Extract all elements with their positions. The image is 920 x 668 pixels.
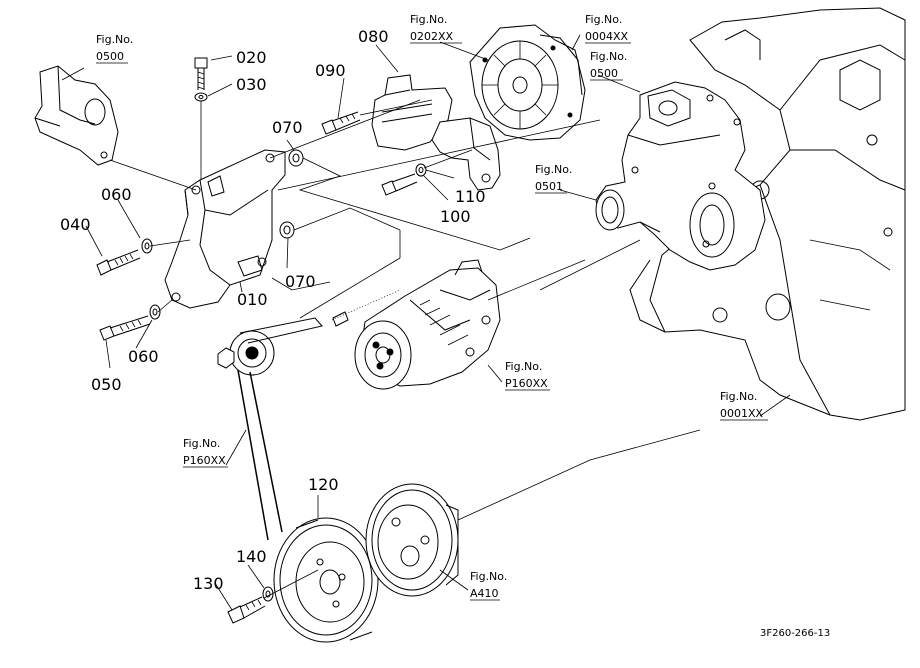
bracket-080 bbox=[371, 74, 453, 151]
part-number-060-upper: 060 bbox=[101, 185, 132, 204]
fig-ref-0202xx: Fig.No. 0202XX bbox=[410, 13, 462, 44]
callout-leaders bbox=[61, 34, 791, 611]
bolt-020 bbox=[194, 57, 208, 90]
bracket-100 bbox=[431, 117, 501, 191]
svg-text:Fig.No.: Fig.No. bbox=[720, 390, 757, 403]
bolt-130 bbox=[227, 596, 266, 624]
svg-text:0202XX: 0202XX bbox=[410, 30, 454, 43]
bracket-010 bbox=[164, 149, 286, 309]
svg-text:Fig.No.: Fig.No. bbox=[535, 163, 572, 176]
ac-compressor bbox=[331, 259, 501, 390]
bracket-0500 bbox=[34, 65, 119, 166]
spacer-070-upper bbox=[288, 149, 304, 167]
bolt-040 bbox=[96, 249, 141, 276]
bolt-100 bbox=[381, 173, 418, 196]
gear-case-cover bbox=[469, 24, 586, 141]
engine-block bbox=[629, 7, 906, 421]
svg-text:P160XX: P160XX bbox=[183, 454, 226, 467]
part-number-030: 030 bbox=[236, 75, 267, 94]
part-number-010: 010 bbox=[237, 290, 268, 309]
svg-text:Fig.No.: Fig.No. bbox=[470, 570, 507, 583]
fig-ref-0500-left: Fig.No. 0500 bbox=[96, 33, 133, 64]
svg-text:0004XX: 0004XX bbox=[585, 30, 629, 43]
svg-text:0001XX: 0001XX bbox=[720, 407, 764, 420]
fig-ref-p160xx-compressor: Fig.No. P160XX bbox=[505, 360, 550, 391]
part-number-040: 040 bbox=[60, 215, 91, 234]
drive-belt bbox=[237, 369, 283, 541]
water-pump-housing bbox=[595, 81, 766, 271]
fig-ref-p160xx-belt: Fig.No. P160XX bbox=[183, 437, 228, 468]
svg-text:Fig.No.: Fig.No. bbox=[410, 13, 447, 26]
svg-text:Fig.No.: Fig.No. bbox=[183, 437, 220, 450]
part-number-100: 100 bbox=[440, 207, 471, 226]
pulley-a410 bbox=[365, 483, 459, 597]
svg-text:0501: 0501 bbox=[535, 180, 563, 193]
part-numbers: 020 030 060 040 010 060 050 070 070 080 … bbox=[60, 27, 486, 593]
bolt-090 bbox=[321, 111, 361, 135]
bolt-050 bbox=[99, 315, 151, 341]
drawing-code: 3F260-266-13 bbox=[760, 628, 830, 639]
part-number-120: 120 bbox=[308, 475, 339, 494]
part-number-060-lower: 060 bbox=[128, 347, 159, 366]
spacer-070-lower bbox=[279, 221, 295, 239]
part-number-050: 050 bbox=[91, 375, 122, 394]
svg-text:P160XX: P160XX bbox=[505, 377, 548, 390]
svg-text:Fig.No.: Fig.No. bbox=[590, 50, 627, 63]
svg-text:Fig.No.: Fig.No. bbox=[96, 33, 133, 46]
fig-ref-0500-right: Fig.No. 0500 bbox=[590, 50, 627, 81]
washer-030 bbox=[194, 92, 208, 102]
fig-ref-a410: Fig.No. A410 bbox=[470, 570, 507, 601]
svg-text:0500: 0500 bbox=[590, 67, 618, 80]
part-number-020: 020 bbox=[236, 48, 267, 67]
washer-110 bbox=[415, 163, 427, 177]
svg-text:Fig.No.: Fig.No. bbox=[585, 13, 622, 26]
part-number-070-upper: 070 bbox=[272, 118, 303, 137]
fig-ref-0501: Fig.No. 0501 bbox=[535, 163, 572, 194]
assembly-lines bbox=[109, 99, 701, 599]
part-number-110: 110 bbox=[455, 187, 486, 206]
part-number-090: 090 bbox=[315, 61, 346, 80]
washer-060-lower bbox=[149, 304, 161, 320]
fig-ref-0004xx: Fig.No. 0004XX bbox=[585, 13, 631, 44]
svg-text:Fig.No.: Fig.No. bbox=[505, 360, 542, 373]
part-number-080: 080 bbox=[358, 27, 389, 46]
crank-pulley-120 bbox=[273, 517, 379, 643]
part-number-130: 130 bbox=[193, 574, 224, 593]
part-number-070-lower: 070 bbox=[285, 272, 316, 291]
fig-ref-0001xx: Fig.No. 0001XX bbox=[720, 390, 768, 421]
svg-text:0500: 0500 bbox=[96, 50, 124, 63]
svg-text:A410: A410 bbox=[470, 587, 499, 600]
part-number-140: 140 bbox=[236, 547, 267, 566]
idler-pulley bbox=[217, 317, 323, 376]
